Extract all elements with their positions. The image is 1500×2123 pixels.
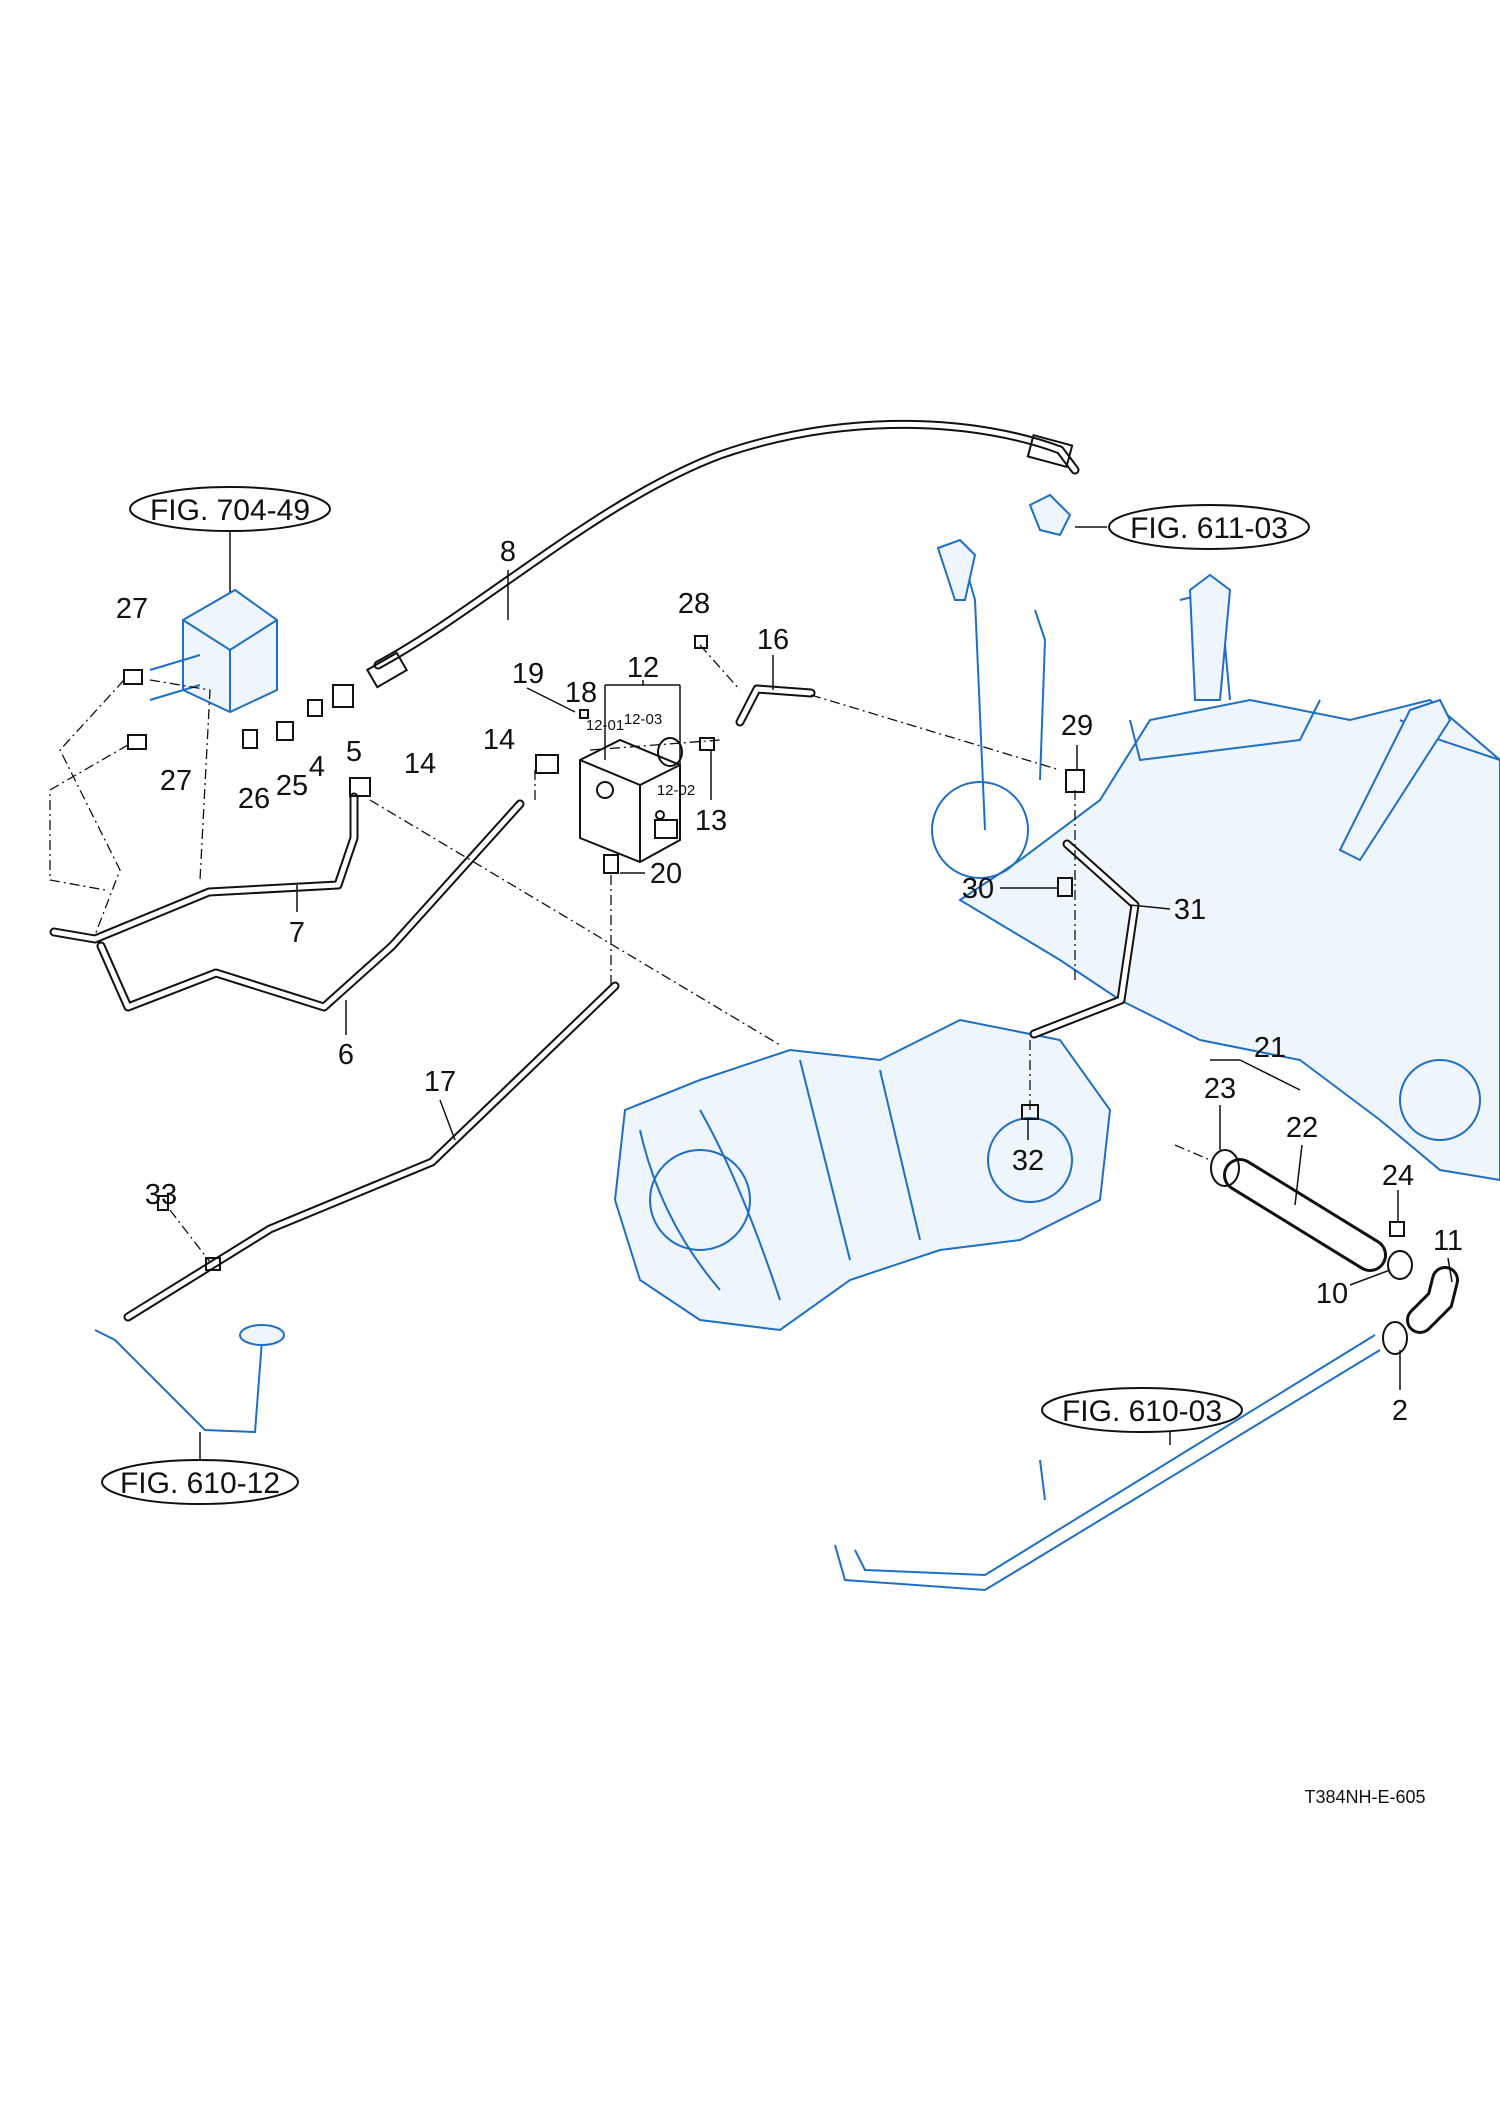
part-label: 30 [962,873,994,905]
fig-ref-label: FIG. 610-03 [1062,1395,1222,1428]
leader-lines [199,526,1453,1460]
valve-block-12 [579,737,683,864]
fig-ref-label: FIG. 610-12 [120,1467,280,1500]
pipe-6 [96,799,525,1012]
block-fig-704-49 [149,588,278,714]
part-label: 33 [145,1179,177,1211]
pipe-7 [49,792,359,944]
part-label: 18 [565,677,597,709]
pipe-16 [735,684,816,727]
part-label: 16 [757,624,789,656]
fig-ref-label: FIG. 611-03 [1130,512,1288,545]
pipe-fig-610-12 [94,1324,285,1434]
engine-rear-assembly [931,538,1500,1182]
part-label: 8 [500,536,516,568]
part-label: 22 [1286,1112,1318,1144]
fig-ref-610-03[interactable]: FIG. 610-03 [1041,1387,1243,1433]
part-label: 27 [160,765,192,797]
part-label: 12 [627,652,659,684]
part-label: 12-02 [657,782,695,799]
part-label: 29 [1061,710,1093,742]
pipe-fig-610-03 [834,1334,1381,1592]
hose-11 [1382,1250,1459,1355]
hose-22 [1210,1149,1387,1272]
fig-ref-611-03[interactable]: FIG. 611-03 [1108,504,1310,550]
part-label: 12-03 [624,711,662,728]
drawing-code: T384NH-E-605 [1304,1787,1425,1807]
fig-ref-704-49[interactable]: FIG. 704-49 [129,486,331,532]
part-label: 5 [346,736,362,768]
part-label: 19 [512,658,544,690]
part-label: 11 [1433,1225,1463,1257]
part-label: 26 [238,783,270,815]
transmission-housing [613,1018,1112,1332]
part-label: 32 [1012,1145,1044,1177]
part-label: 20 [650,858,682,890]
part-label: 10 [1316,1278,1348,1310]
pipe-31 [1029,839,1140,1039]
part-label: 6 [338,1039,354,1071]
part-label: 25 [276,770,308,802]
part-label: 27 [116,593,148,625]
part-label: 12-01 [586,717,624,734]
fitting-fig-611-03 [1028,493,1072,537]
part-label: 13 [695,805,727,837]
part-labels: 27 27 26 25 4 5 8 28 16 19 18 12 12-01 1… [116,536,1463,1427]
part-label: 31 [1174,894,1206,926]
part-label: 2 [1392,1395,1408,1427]
part-label: 21 [1254,1032,1286,1064]
part-label: 14 [483,724,515,756]
part-label: 7 [289,917,305,949]
part-label: 24 [1382,1160,1414,1192]
part-label: 14 [404,748,436,780]
part-label: 4 [309,751,325,783]
part-label: 17 [424,1066,456,1098]
part-label: 23 [1204,1073,1236,1105]
pipe-17 [123,981,620,1322]
fig-ref-label: FIG. 704-49 [150,494,310,527]
small-fittings [123,635,1405,1271]
fig-ref-610-12[interactable]: FIG. 610-12 [101,1459,299,1505]
hose-8 [365,419,1080,689]
connection-lines [49,644,1211,1263]
part-label: 28 [678,588,710,620]
